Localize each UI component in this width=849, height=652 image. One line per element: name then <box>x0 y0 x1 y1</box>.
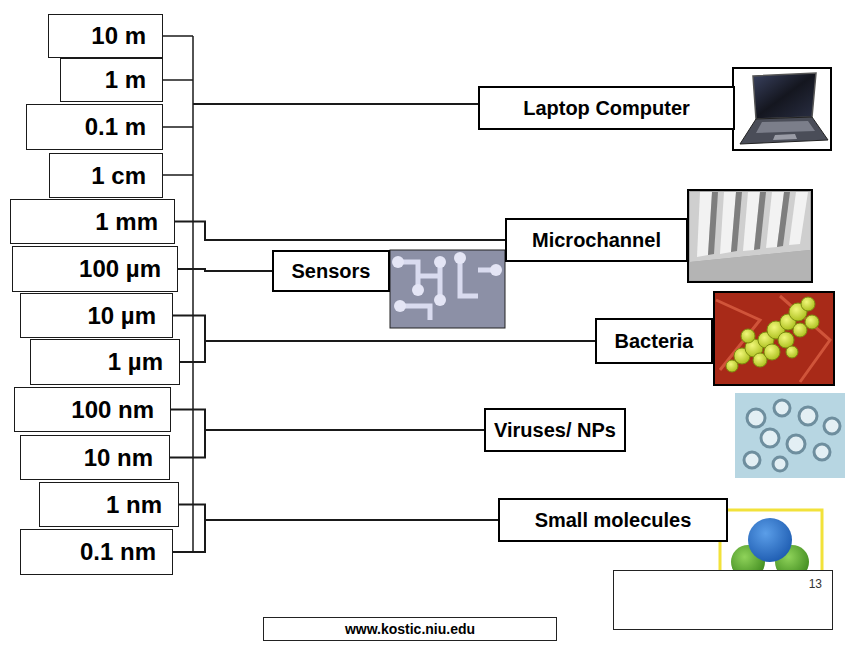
scale-box: 10 µm <box>20 293 173 338</box>
category-box: Bacteria <box>595 318 713 364</box>
bracket-connector <box>173 316 595 342</box>
scale-box: 1 cm <box>49 153 163 198</box>
bacteria-picture <box>714 292 834 385</box>
page-number-box: 13 <box>613 570 833 630</box>
category-box: Small molecules <box>498 498 728 542</box>
scale-box: 10 m <box>48 14 163 58</box>
category-box: Laptop Computer <box>478 86 735 130</box>
category-label: Laptop Computer <box>523 97 690 120</box>
scale-box: 100 nm <box>14 387 171 432</box>
sensor-picture <box>390 250 505 328</box>
scale-label: 10 µm <box>87 302 156 330</box>
category-box: Sensors <box>272 250 390 292</box>
scale-box: 0.1 m <box>26 104 163 150</box>
bracket-connector <box>179 505 498 521</box>
scale-box: 100 µm <box>12 246 178 292</box>
scale-box: 0.1 nm <box>20 529 173 575</box>
bracket-connector <box>180 341 595 362</box>
url-text: www.kostic.niu.edu <box>345 621 475 637</box>
category-box: Microchannel <box>505 218 688 262</box>
scale-label: 1 m <box>105 66 146 94</box>
scale-label: 10 m <box>91 22 146 50</box>
scale-label: 100 µm <box>79 255 161 283</box>
category-label: Small molecules <box>535 509 692 532</box>
leader-line <box>193 103 478 105</box>
bracket-connector <box>178 269 272 271</box>
scale-label: 1 cm <box>91 162 146 190</box>
scale-label: 1 nm <box>106 491 162 519</box>
scale-label: 0.1 nm <box>80 538 156 566</box>
tick-mark <box>163 174 193 176</box>
category-label: Viruses/ NPs <box>494 419 616 442</box>
bracket-connector <box>171 410 484 431</box>
scale-box: 1 m <box>60 58 163 102</box>
tick-mark <box>163 79 193 81</box>
category-label: Sensors <box>292 260 371 283</box>
category-box: Viruses/ NPs <box>484 408 626 452</box>
scale-box: 10 nm <box>20 435 170 480</box>
url-box: www.kostic.niu.edu <box>263 617 557 641</box>
scale-label: 1 µm <box>108 348 163 376</box>
page-number: 13 <box>809 577 822 591</box>
scale-label: 10 nm <box>84 444 153 472</box>
scale-box: 1 nm <box>39 482 179 527</box>
scale-label: 100 nm <box>71 396 154 424</box>
scale-label: 1 mm <box>95 208 158 236</box>
scale-label: 0.1 m <box>85 113 146 141</box>
scale-box: 1 mm <box>10 199 175 244</box>
category-label: Bacteria <box>615 330 694 353</box>
bracket-connector <box>173 520 498 552</box>
scale-box: 1 µm <box>30 339 180 385</box>
virus-picture <box>735 393 845 478</box>
microchannel-picture <box>688 190 812 282</box>
scale-axis <box>192 36 194 552</box>
laptop-picture <box>733 68 831 150</box>
bracket-connector <box>170 430 484 458</box>
tick-mark <box>163 126 193 128</box>
tick-mark <box>163 35 193 37</box>
category-label: Microchannel <box>532 229 661 252</box>
bracket-connector <box>175 222 505 241</box>
